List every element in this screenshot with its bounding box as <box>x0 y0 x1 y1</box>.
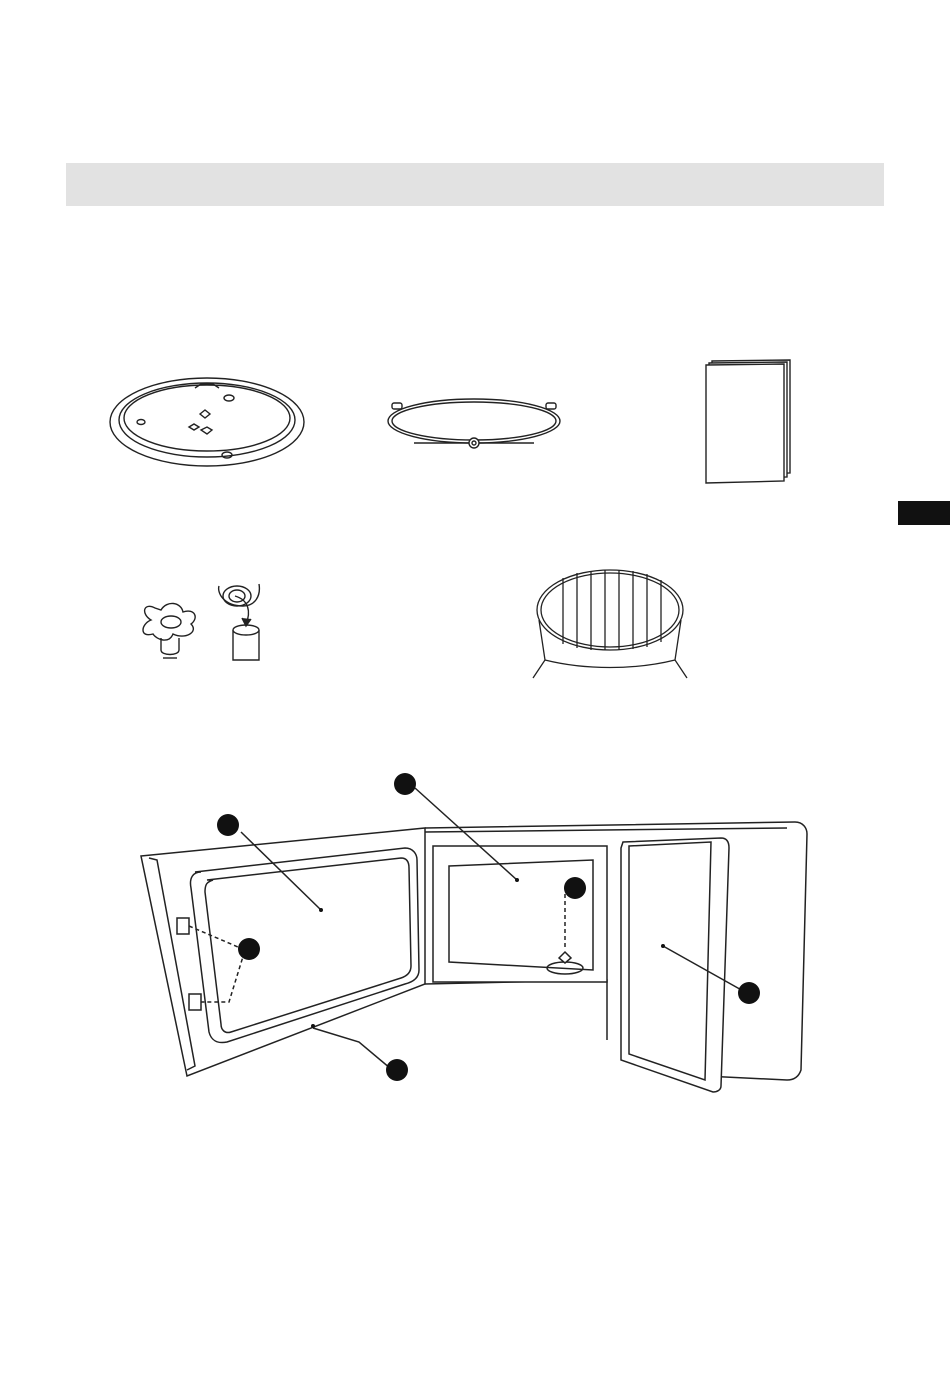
roller-ring-illustration <box>384 393 564 463</box>
callout-4 <box>238 938 260 960</box>
instruction-manual-illustration <box>700 355 795 487</box>
callout-3 <box>564 877 586 899</box>
callout-6 <box>386 1059 408 1081</box>
grill-rack-illustration <box>525 560 695 685</box>
language-side-tab <box>898 501 950 525</box>
turntable-coupler-illustration <box>133 582 273 667</box>
door-panel <box>141 828 425 1076</box>
callout-2 <box>394 773 416 795</box>
callout-5 <box>738 982 760 1004</box>
leader-line-3 <box>313 1028 397 1074</box>
callout-1 <box>217 814 239 836</box>
turntable-glass-tray-illustration <box>105 375 310 470</box>
section-header-bar <box>66 163 884 206</box>
microwave-oven-diagram <box>135 770 835 1090</box>
